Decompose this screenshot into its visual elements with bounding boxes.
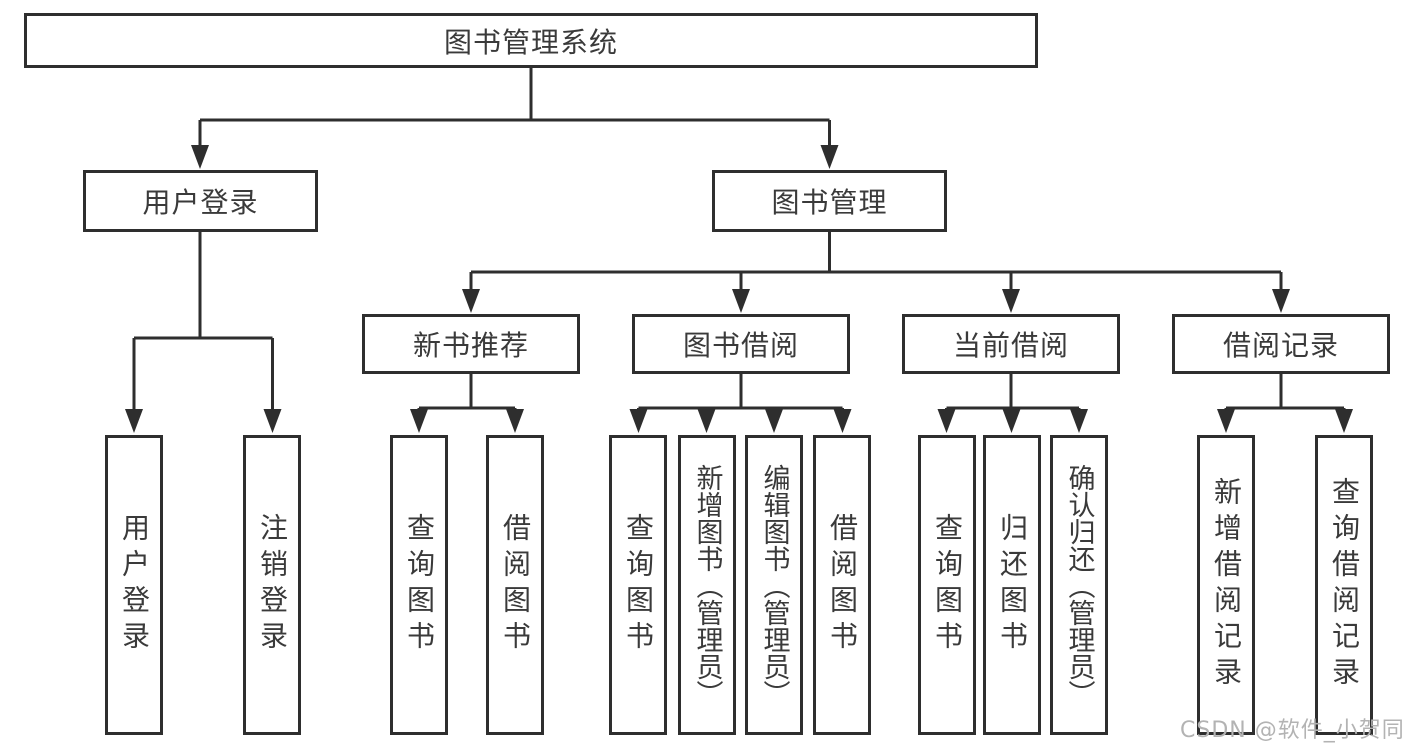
arrow-down-icon [1002, 289, 1020, 313]
node-new-book-recommend: 新书推荐 [362, 314, 580, 374]
arrow-down-icon [1002, 409, 1021, 433]
arrow-down-icon [1070, 409, 1088, 433]
arrow-down-icon [1217, 409, 1235, 433]
leaf-records-add-record: 新增借阅记录 [1197, 435, 1255, 735]
arrow-down-icon [263, 409, 282, 433]
node-book-borrowing: 图书借阅 [632, 314, 850, 374]
leaf-recommend-query-books: 查询图书 [390, 435, 448, 735]
arrow-down-icon [410, 409, 428, 433]
leaf-borrowing-add-books-admin: 新增图书（管理员） [678, 435, 736, 735]
leaf-current-return-books: 归还图书 [983, 435, 1041, 735]
arrow-down-icon [506, 409, 524, 433]
node-current-borrowing: 当前借阅 [902, 314, 1120, 374]
arrowhead-icons [125, 145, 1353, 433]
arrow-down-icon [629, 409, 648, 433]
node-borrowing-records: 借阅记录 [1172, 314, 1390, 374]
leaf-borrowing-query-books: 查询图书 [609, 435, 667, 735]
arrow-down-icon [937, 409, 956, 433]
leaf-recommend-borrow-books: 借阅图书 [486, 435, 544, 735]
arrow-down-icon [125, 409, 143, 433]
arrow-down-icon [833, 409, 852, 433]
arrow-down-icon [697, 409, 716, 433]
arrow-down-icon [191, 145, 209, 169]
csdn-watermark: CSDN @软件_小贺同学 [1180, 718, 1405, 743]
node-user-login: 用户登录 [83, 170, 318, 232]
leaf-user-login: 用户登录 [105, 435, 163, 735]
arrow-down-icon [732, 289, 750, 313]
arrow-down-icon [1272, 289, 1290, 313]
arrow-down-icon [1335, 409, 1353, 433]
leaf-borrowing-borrow-books: 借阅图书 [813, 435, 871, 735]
leaf-current-query-books: 查询图书 [918, 435, 976, 735]
leaf-logout-login: 注销登录 [243, 435, 301, 735]
leaf-borrowing-edit-books-admin: 编辑图书（管理员） [745, 435, 803, 735]
arrow-down-icon [820, 145, 839, 169]
arrow-down-icon [765, 409, 783, 433]
arrow-down-icon [462, 289, 480, 313]
leaf-records-query-record: 查询借阅记录 [1315, 435, 1373, 735]
node-book-management: 图书管理 [712, 170, 947, 232]
leaf-current-confirm-return-admin: 确认归还（管理员） [1050, 435, 1108, 735]
node-library-system: 图书管理系统 [24, 13, 1038, 68]
